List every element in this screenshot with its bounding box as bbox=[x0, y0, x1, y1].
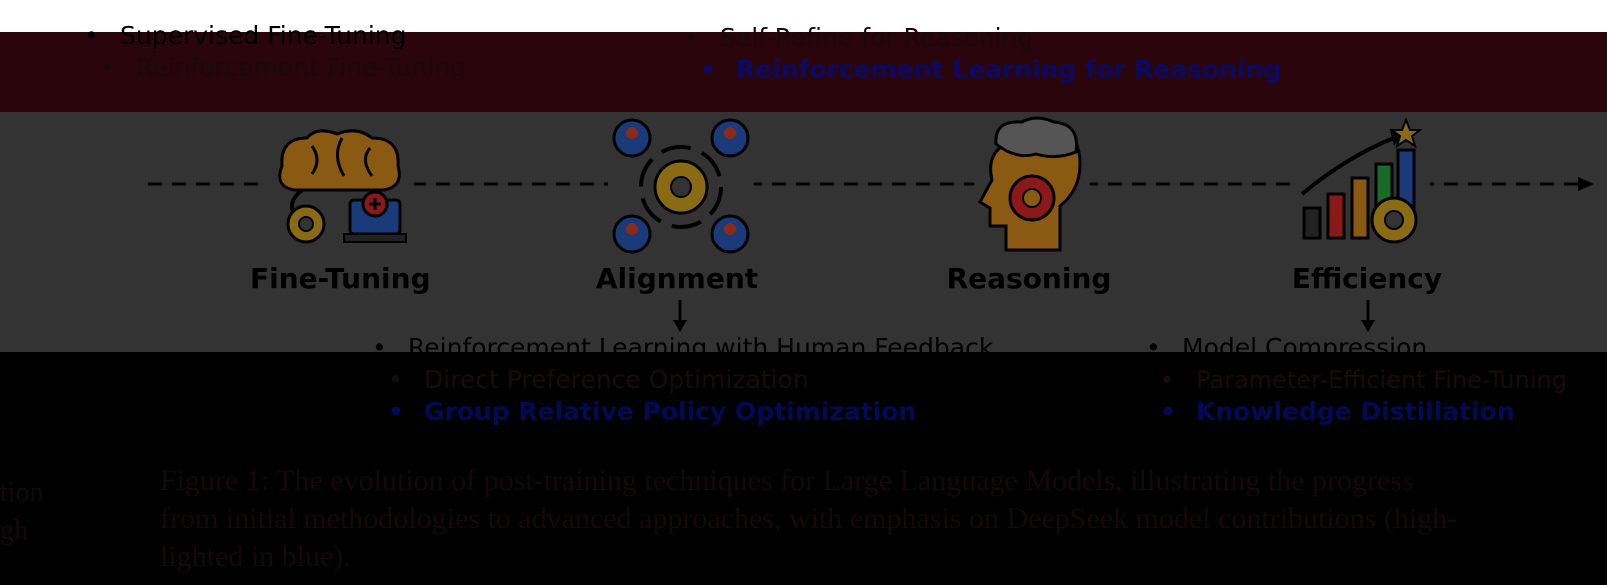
left-edge-text: tion gh bbox=[0, 477, 44, 546]
bar-chart-growth-icon bbox=[1296, 114, 1430, 254]
list-item-label: Supervised Fine-Tuning bbox=[120, 21, 407, 50]
list-item-label: Reinforcement Fine-Tuning bbox=[136, 53, 466, 82]
list-item: •Knowledge Distillation bbox=[1160, 397, 1515, 426]
list-item-label: Knowledge Distillation bbox=[1196, 397, 1515, 426]
list-item: •Group Relative Policy Optimization bbox=[388, 397, 917, 426]
efficiency-down-arrow bbox=[1361, 300, 1375, 332]
list-item-label: Parameter-Efficient Fine-Tuning bbox=[1196, 366, 1567, 394]
stage-label-alignment: Alignment bbox=[595, 262, 759, 295]
stage-label-reasoning: Reasoning bbox=[946, 262, 1112, 295]
brain-laptop-icon bbox=[268, 122, 414, 258]
figure-caption: Figure 1: The evolution of post-training… bbox=[160, 464, 1458, 573]
top-right-list: •Self-Refine for Reasoning •Reinforcemen… bbox=[684, 22, 1282, 86]
list-item: •Reinforcement Learning for Reasoning bbox=[700, 55, 1282, 84]
list-item: •Reinforcement Learning with Human Feedb… bbox=[372, 333, 994, 362]
top-left-list: •Supervised Fine-Tuning •Reinforcement F… bbox=[84, 20, 466, 84]
stage-label-efficiency: Efficiency bbox=[1291, 262, 1443, 295]
bottom-left-list: •Reinforcement Learning with Human Feedb… bbox=[372, 332, 994, 428]
list-item: •Supervised Fine-Tuning bbox=[84, 21, 407, 50]
maroon-band bbox=[0, 32, 1607, 112]
list-item-label: Reinforcement Learning for Reasoning bbox=[736, 55, 1282, 84]
list-item: •Direct Preference Optimization bbox=[388, 365, 809, 394]
bottom-right-list: •Model Compression •Parameter-Efficient … bbox=[1146, 332, 1567, 428]
list-item-label: Model Compression bbox=[1182, 333, 1428, 362]
list-item: •Reinforcement Fine-Tuning bbox=[100, 53, 466, 82]
list-item: •Parameter-Efficient Fine-Tuning bbox=[1160, 366, 1567, 394]
stage-label-fine-tuning: Fine-Tuning bbox=[250, 262, 431, 295]
list-item-label: Reinforcement Learning with Human Feedba… bbox=[408, 333, 994, 362]
alignment-down-arrow bbox=[673, 300, 687, 332]
list-item-label: Direct Preference Optimization bbox=[424, 365, 809, 394]
people-gear-cycle-icon bbox=[608, 114, 754, 260]
list-item: •Model Compression bbox=[1146, 333, 1428, 362]
head-brain-gear-icon bbox=[974, 112, 1090, 258]
timeline-arrow bbox=[148, 177, 1594, 191]
list-item: •Self-Refine for Reasoning bbox=[684, 23, 1034, 52]
list-item-label: Self-Refine for Reasoning bbox=[720, 23, 1034, 52]
list-item-label: Group Relative Policy Optimization bbox=[424, 397, 917, 426]
